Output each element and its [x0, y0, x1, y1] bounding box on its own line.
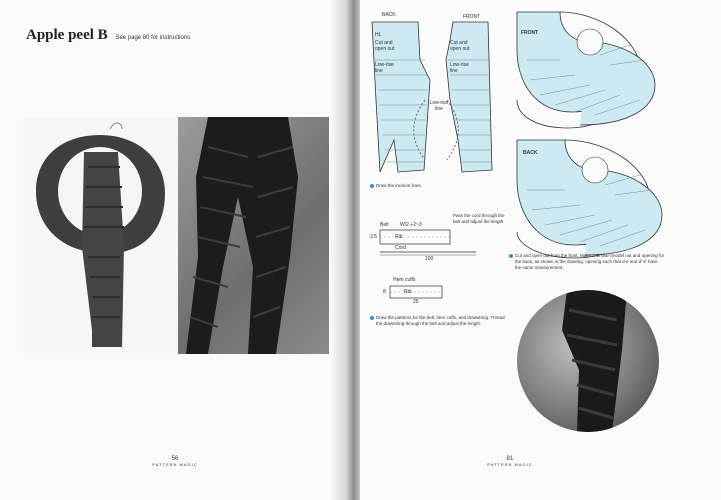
model-closeup-photo [517, 290, 659, 432]
low-rise-front-1: Low-rise [450, 62, 469, 68]
right-page-number: 81 [506, 456, 514, 462]
cut-open-back-1: Cut and [375, 40, 393, 46]
belt-formula: W/2 +2~3 [400, 222, 422, 228]
cord-label: Cord [395, 245, 406, 251]
front-spiral-pattern [516, 11, 656, 129]
step-1-marker [370, 184, 374, 188]
caption-incision: Draw the incision lines. [376, 183, 423, 188]
cut-open-front-1: Cut and [450, 40, 468, 46]
caption-belt-hem: Draw the patterns for the belt, hem cuff… [376, 315, 505, 326]
belt-rect [379, 229, 451, 245]
back-spiral-pattern [516, 139, 663, 259]
left-folio: 56 PATTERN MAGIC [150, 456, 200, 467]
page-title: Apple peel B See page 80 for instruction… [26, 27, 190, 44]
pass-cord-note: Pass the cord through the belt and adjus… [453, 213, 505, 224]
belt-rib-label: Rib [395, 234, 403, 240]
step-2-marker [370, 316, 374, 320]
right-folio-label: PATTERN MAGIC [487, 462, 533, 467]
left-page-number: 56 [171, 456, 179, 462]
cut-open-back-2: open out [375, 46, 395, 52]
hem-length: 25 [413, 299, 419, 305]
low-rise-front-2: line [450, 68, 458, 74]
low-rise-back-1: Low-rise [375, 62, 394, 68]
subtitle-text: See page 80 for instructions [115, 35, 191, 41]
back-label: BACK [382, 12, 396, 18]
spiral-back-label: BACK [523, 150, 538, 156]
left-page: Apple peel B See page 80 for instruction… [0, 0, 350, 500]
front-label: FRONT [463, 14, 481, 20]
hem-rib-label: Rib [404, 289, 412, 295]
belt-width: 3.5 [370, 234, 377, 240]
flat-garment-photo [22, 117, 178, 354]
hem-cuffs-label: Hem cuffs [393, 277, 416, 283]
cut-open-front-2: open out [450, 46, 470, 52]
hem-width: 8 [383, 289, 386, 295]
hl-label: HL [375, 32, 382, 38]
belt-label: Belt [380, 222, 389, 228]
cord-length: 100 [425, 256, 434, 262]
spiral-front-label: FRONT [521, 30, 539, 36]
model-legs-photo [178, 117, 329, 354]
caption-cut-open: Cut and open out from the front. Make a … [515, 253, 665, 270]
right-folio: 81 PATTERN MAGIC [485, 456, 535, 467]
low-rise-mid-label: Low-rise line [429, 100, 449, 112]
step-3-marker [509, 254, 513, 258]
title-text: Apple peel B [26, 27, 108, 43]
left-folio-label: PATTERN MAGIC [152, 462, 198, 467]
low-rise-back-2: line [375, 68, 383, 74]
